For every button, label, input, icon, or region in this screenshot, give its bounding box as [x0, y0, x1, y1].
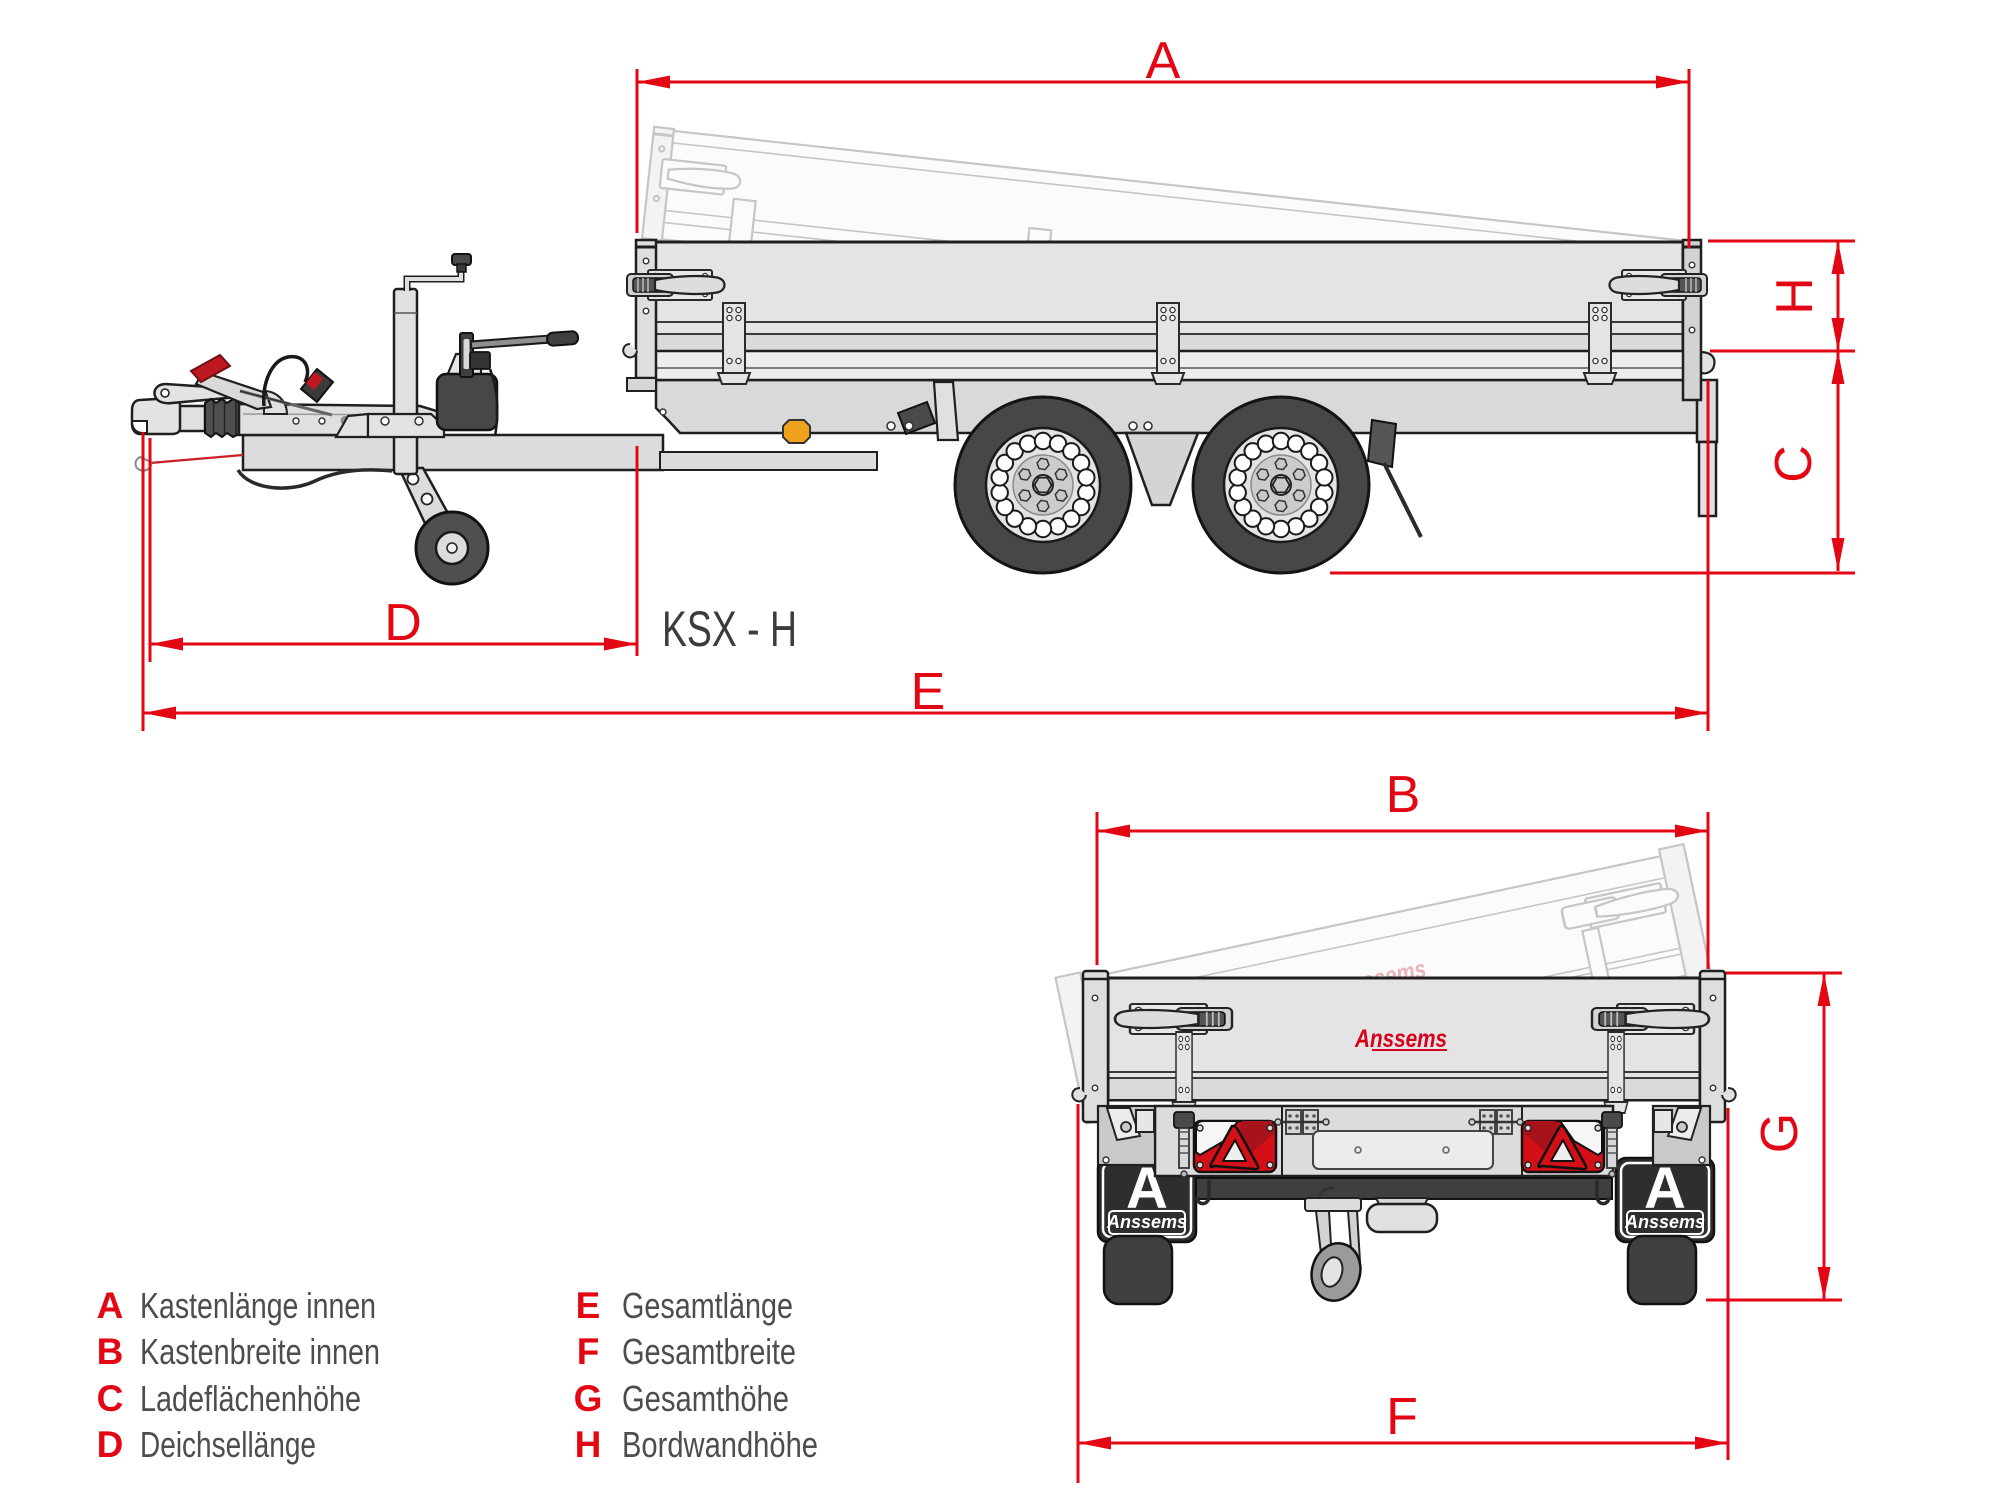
svg-text:Gesamtbreite: Gesamtbreite	[622, 1331, 796, 1372]
svg-text:KSX - H: KSX - H	[662, 601, 797, 657]
svg-text:C: C	[97, 1378, 124, 1419]
svg-text:H: H	[1766, 277, 1824, 315]
svg-text:Gesamthöhe: Gesamthöhe	[622, 1378, 789, 1419]
svg-text:D: D	[97, 1424, 124, 1465]
svg-text:H: H	[575, 1424, 602, 1465]
svg-text:Kastenlänge innen: Kastenlänge innen	[140, 1285, 376, 1326]
svg-text:Gesamtlänge: Gesamtlänge	[622, 1285, 793, 1326]
svg-text:F: F	[577, 1331, 600, 1372]
svg-text:G: G	[574, 1378, 603, 1419]
svg-text:Anssems: Anssems	[1354, 1025, 1447, 1053]
svg-text:B: B	[97, 1331, 124, 1372]
svg-text:Anssems: Anssems	[1624, 1212, 1705, 1232]
svg-text:E: E	[911, 663, 946, 721]
svg-text:Ladeflächenhöhe: Ladeflächenhöhe	[140, 1378, 361, 1419]
svg-text:Kastenbreite innen: Kastenbreite innen	[140, 1331, 380, 1372]
svg-text:G: G	[1751, 1113, 1809, 1153]
svg-text:F: F	[1386, 1388, 1418, 1446]
svg-text:E: E	[576, 1285, 601, 1326]
svg-text:Anssems: Anssems	[1106, 1212, 1187, 1232]
svg-text:D: D	[384, 594, 422, 652]
svg-text:Bordwandhöhe: Bordwandhöhe	[622, 1424, 818, 1465]
svg-text:C: C	[1765, 445, 1823, 483]
svg-text:A: A	[1146, 32, 1181, 90]
svg-text:A: A	[97, 1285, 124, 1326]
svg-text:B: B	[1386, 766, 1421, 824]
svg-text:Deichsellänge: Deichsellänge	[140, 1424, 316, 1465]
